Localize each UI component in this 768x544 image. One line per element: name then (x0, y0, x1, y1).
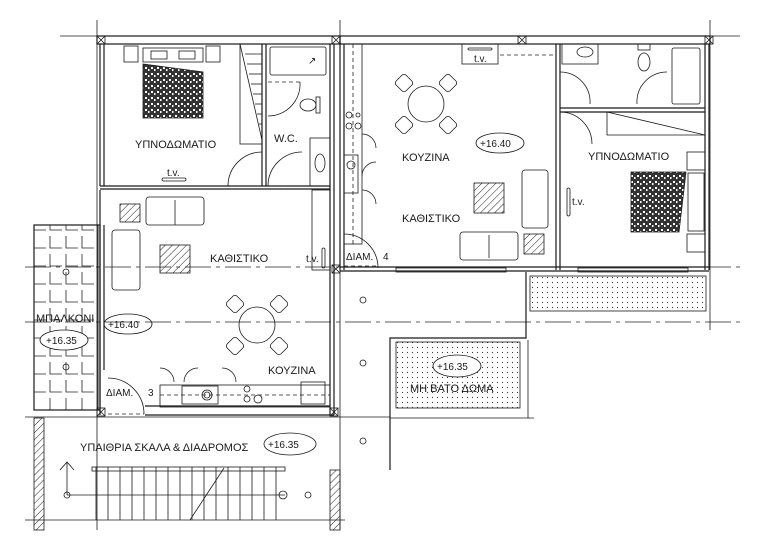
kitchen-counter (159, 384, 331, 408)
sofa-icon (459, 231, 519, 261)
stair-lines-small (245, 53, 262, 125)
living-left: ΚΑΘΙΣΤΙΚΟ t.v. (111, 189, 331, 291)
column-markers (96, 35, 714, 417)
room-label-kitchen-left: ΚΟΥΖΙΝΑ (268, 365, 316, 377)
entrance-door (107, 377, 145, 415)
level-balcony: +16.35 (46, 336, 77, 347)
room-label-corridor: ΥΠΑΙΘΡΙΑ ΣΚΑΛΑ & ΔΙΑΔΡΟΜΟΣ (80, 442, 249, 454)
level-apt3: +16.40 (108, 320, 139, 331)
bedroom-left: ΥΠΝΟΔΩΜΑΤΙΟ t.v. (123, 45, 263, 187)
tv-icon (161, 177, 187, 182)
level-apt4: +16.40 (480, 139, 511, 150)
cabinet-door (361, 133, 377, 149)
stair-corridor: ΥΠΑΙΘΡΙΑ ΣΚΑΛΑ & ΔΙΑΔΡΟΜΟΣ +16.35 (33, 296, 367, 531)
level-corridor: +16.35 (268, 440, 299, 451)
bed-icon (142, 63, 204, 119)
room-label-living-right: ΚΑΘΙΣΤΙΚΟ (402, 213, 461, 225)
roof-areas: +16.35 ΜΗ ΒΑΤΟ ΔΩΜΑ (389, 272, 707, 470)
room-label-kitchen-right: ΚΟΥΖΙΝΑ (402, 152, 450, 164)
level-roof: +16.35 (437, 362, 468, 373)
sink-icon (576, 46, 594, 58)
room-label-wc: W.C. (274, 133, 298, 145)
door-swing (227, 151, 263, 187)
entrance-door (343, 233, 379, 269)
wc: ↗ W.C. (267, 46, 331, 187)
dotted-strip (529, 275, 707, 312)
cabinet-door (183, 367, 199, 383)
side-table (119, 203, 141, 223)
balcony: ΜΠΑΛΚΟΝΙ +16.35 (33, 224, 101, 411)
wall-hatched (329, 469, 341, 531)
cabinet-door (361, 189, 377, 205)
door-swing (267, 81, 301, 117)
bed-icon (630, 171, 687, 233)
sofa-icon (111, 229, 141, 291)
cabinet-door (361, 161, 377, 177)
coffee-table (473, 182, 505, 214)
tv-icon (566, 187, 571, 217)
nightstand (205, 45, 221, 63)
apartment-number-4: 4 (383, 252, 389, 263)
stair-handrail (91, 466, 286, 472)
cabinet-door (159, 367, 175, 383)
side-table (523, 233, 545, 255)
room-label-roof: ΜΗ ΒΑΤΟ ΔΩΜΑ (410, 383, 494, 395)
door-swing (267, 151, 303, 187)
stair-treads (95, 467, 277, 521)
nightstand (686, 233, 706, 253)
nightstand (123, 45, 139, 63)
living-right: ΚΑΘΙΣΤΙΚΟ ΔΙΑΜ. 4 (343, 169, 549, 269)
toilet-icon (637, 52, 651, 72)
door-swing (636, 71, 668, 105)
apartment-number-3: 3 (148, 388, 154, 399)
kitchen-left: +16.40 ΚΟΥΖΙΝΑ ΔΙΑΜ. 3 (96, 294, 331, 417)
bathtub-icon (671, 47, 701, 105)
door-swing (559, 111, 593, 145)
coffee-table (159, 244, 191, 274)
tv-icon (321, 247, 326, 269)
sink-icon (314, 153, 326, 173)
room-label-bedroom-left: ΥΠΝΟΔΩΜΑΤΙΟ (135, 139, 217, 151)
level-marker (103, 313, 153, 335)
window (577, 267, 689, 273)
apartment-label-3: ΔΙΑΜ. (106, 388, 133, 399)
svg-text:↗: ↗ (308, 56, 316, 67)
tv-icon (467, 47, 493, 51)
wall-hatched (33, 417, 45, 531)
apartment-label-4: ΔΙΑΜ. (346, 252, 373, 263)
sofa-icon (521, 169, 549, 229)
cabinet-door (221, 367, 237, 383)
level-marker (432, 354, 482, 378)
nightstand (686, 151, 706, 171)
toilet-icon (299, 98, 317, 112)
level-marker (475, 132, 525, 154)
room-label-bedroom-right: ΥΠΝΟΔΩΜΑΤΙΟ (588, 151, 670, 163)
door-swing (559, 71, 591, 105)
sink-stove-icon (343, 154, 359, 194)
level-marker (39, 329, 89, 351)
tv-label: t.v. (572, 197, 585, 208)
tv-unit (461, 43, 499, 65)
bedroom-right: ΥΠΝΟΔΩΜΑΤΙΟ t.v. (559, 43, 706, 253)
dining-table-icon (225, 294, 289, 356)
level-marker (263, 432, 317, 456)
dining-table-icon (394, 73, 458, 135)
window (395, 267, 507, 273)
kitchen-right: ΚΟΥΖΙΝΑ +16.40 t.v. (343, 43, 556, 245)
room-label-balcony: ΜΠΑΛΚΟΝΙ (36, 313, 94, 325)
sink-stove-icon (181, 385, 219, 405)
tv-label: t.v. (474, 54, 487, 65)
walls-apartment-3 (96, 35, 341, 416)
tv-label: t.v. (167, 168, 180, 179)
room-label-living-left: ΚΑΘΙΣΤΙΚΟ (210, 253, 269, 265)
bathtub-icon (269, 46, 327, 76)
balcony-tiles (33, 224, 99, 411)
